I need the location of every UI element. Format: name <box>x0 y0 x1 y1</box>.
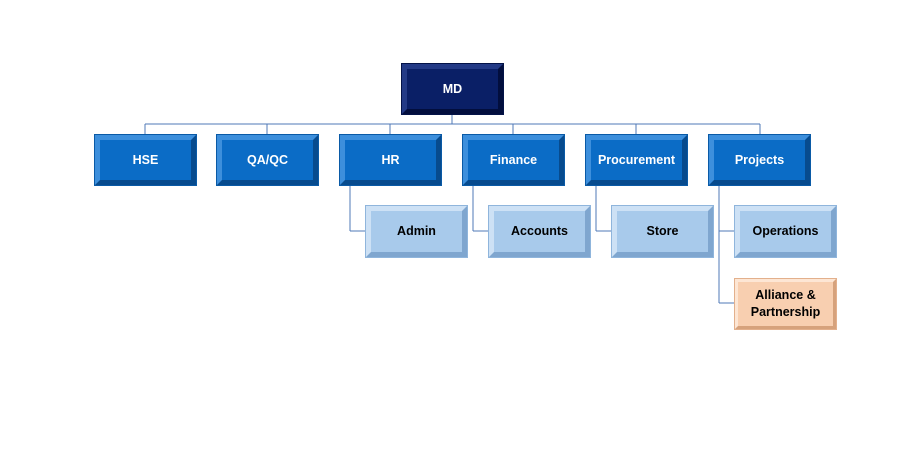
org-node-label: Procurement <box>597 152 676 167</box>
org-node-label: Alliance & Partnership <box>750 288 821 319</box>
org-node-label: QA/QC <box>247 152 288 167</box>
org-node-alliance-partnership[interactable]: Alliance & Partnership <box>735 279 836 329</box>
org-node-label: Finance <box>489 152 538 167</box>
org-node-procurement[interactable]: Procurement <box>586 135 687 185</box>
org-node-hr[interactable]: HR <box>340 135 441 185</box>
org-node-label: Operations <box>752 224 819 238</box>
org-node-label: Accounts <box>511 224 568 238</box>
org-node-md[interactable]: MD <box>402 64 503 114</box>
org-node-store[interactable]: Store <box>612 206 713 257</box>
org-node-projects[interactable]: Projects <box>709 135 810 185</box>
org-node-admin[interactable]: Admin <box>366 206 467 257</box>
org-node-qa-qc[interactable]: QA/QC <box>217 135 318 185</box>
org-node-label: Admin <box>397 224 436 238</box>
org-node-accounts[interactable]: Accounts <box>489 206 590 257</box>
org-node-label: Projects <box>734 152 785 167</box>
org-node-label: HSE <box>132 152 159 167</box>
org-node-label: MD <box>442 81 463 96</box>
org-node-label: Store <box>646 224 679 238</box>
org-node-label: HR <box>381 152 400 167</box>
org-node-hse[interactable]: HSE <box>95 135 196 185</box>
org-node-finance[interactable]: Finance <box>463 135 564 185</box>
org-node-operations[interactable]: Operations <box>735 206 836 257</box>
